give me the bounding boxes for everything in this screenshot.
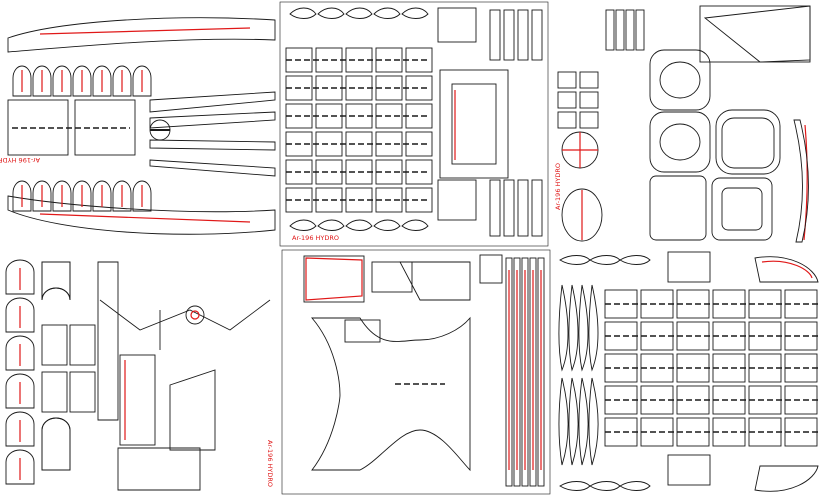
sheet-4: Ar-196 HYDRO xyxy=(5,259,274,491)
rib-panel xyxy=(315,75,343,101)
wing-rib xyxy=(373,7,401,19)
former-part xyxy=(92,65,112,97)
blade-part xyxy=(588,284,599,372)
wing-rib xyxy=(345,219,373,231)
rib-panel xyxy=(405,131,433,157)
former-part xyxy=(112,180,132,212)
spar-part xyxy=(503,179,515,237)
former-part xyxy=(32,65,52,97)
strip-part xyxy=(635,9,645,51)
sheet-5 xyxy=(281,249,551,495)
sheet-6 xyxy=(558,251,819,492)
spar-part xyxy=(521,257,529,487)
wing-rib xyxy=(589,255,621,265)
wing-rib xyxy=(401,219,429,231)
spar-part xyxy=(517,179,529,237)
rib-panel xyxy=(405,47,433,73)
former-part xyxy=(72,65,92,97)
rib-panel xyxy=(405,187,433,213)
blade-part xyxy=(588,377,599,466)
former-part xyxy=(132,65,152,97)
strip-part xyxy=(625,9,635,51)
spar-part xyxy=(537,257,545,487)
blade-part xyxy=(558,284,569,372)
spar-part xyxy=(531,179,543,237)
former-part xyxy=(41,261,71,301)
center-mark xyxy=(562,132,598,168)
rib-panel xyxy=(315,131,343,157)
spar-part xyxy=(503,9,515,61)
blade-part xyxy=(568,284,579,372)
former-part xyxy=(5,259,35,295)
former-part xyxy=(5,335,35,371)
strip-part xyxy=(605,9,615,51)
blade-part xyxy=(578,377,589,466)
wing-rib xyxy=(373,219,401,231)
sheet-label: Ar-196 HYDRO xyxy=(266,440,274,487)
rib-panel xyxy=(405,103,433,129)
wing-rib xyxy=(317,7,345,19)
small-part xyxy=(579,91,599,109)
spar-part xyxy=(517,9,529,61)
sheet-2: Ar-196 HYDRO xyxy=(279,1,549,247)
former-part xyxy=(5,297,35,333)
former-part xyxy=(72,180,92,212)
wing-rib xyxy=(289,219,317,231)
sheet-label: Ar-196 HYDRO xyxy=(554,163,562,210)
spar-part xyxy=(513,257,521,487)
sheet-1: Ar-196 HYDRO xyxy=(0,17,276,235)
wing-rib xyxy=(317,219,345,231)
sheet-label: Ar-196 HYDRO xyxy=(292,234,339,242)
sheet-label: Ar-196 HYDRO xyxy=(0,156,40,164)
wing-rib xyxy=(619,255,651,265)
wing-rib xyxy=(619,481,651,491)
spar-part xyxy=(531,9,543,61)
strip-part xyxy=(615,9,625,51)
former-part xyxy=(92,180,112,212)
wing-rib xyxy=(559,481,591,491)
rib-panel xyxy=(315,187,343,213)
wing-rib xyxy=(589,481,621,491)
spar-part xyxy=(489,179,501,237)
former-part xyxy=(32,180,52,212)
rib-panel xyxy=(315,159,343,185)
blade-part xyxy=(568,377,579,466)
wing-rib xyxy=(559,255,591,265)
wing-rib xyxy=(345,7,373,19)
former-part xyxy=(112,65,132,97)
blade-part xyxy=(558,377,569,466)
small-part xyxy=(579,71,599,89)
spar-part xyxy=(529,257,537,487)
former-part xyxy=(41,261,71,301)
former-part xyxy=(41,417,71,471)
former-part xyxy=(5,411,35,447)
rib-panel xyxy=(315,103,343,129)
small-part xyxy=(557,111,577,129)
small-part xyxy=(557,91,577,109)
sheet-3: Ar-196 HYDRO xyxy=(554,5,811,243)
former-disc xyxy=(561,188,603,242)
former-part xyxy=(132,180,152,212)
wing-rib xyxy=(401,7,429,19)
former-part xyxy=(12,180,32,212)
former-part xyxy=(5,373,35,409)
small-part xyxy=(557,71,577,89)
spar-part xyxy=(505,257,513,487)
former-part xyxy=(5,449,35,485)
former-part xyxy=(52,180,72,212)
blade-part xyxy=(578,284,589,372)
spar-part xyxy=(489,9,501,61)
former-part xyxy=(41,417,71,471)
former-part xyxy=(12,65,32,97)
rib-panel xyxy=(405,75,433,101)
small-part xyxy=(579,111,599,129)
rib-panel xyxy=(405,159,433,185)
wing-rib xyxy=(289,7,317,19)
rib-panel xyxy=(315,47,343,73)
former-part xyxy=(52,65,72,97)
